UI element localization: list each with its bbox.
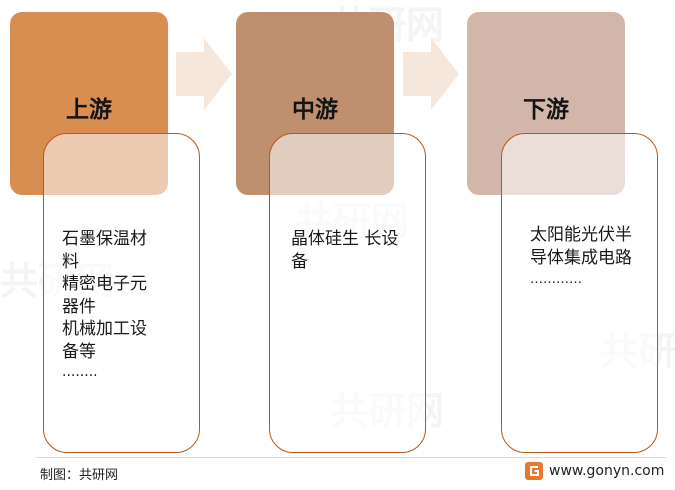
list-item: 太阳能光伏半 [530, 225, 632, 245]
list-item: 器件 [62, 296, 96, 317]
list-item: 精密电子元 [62, 274, 147, 294]
stage-downstream-items: 太阳能光伏半 导体集成电路 ………… [530, 224, 632, 292]
list-item: 晶体硅生 长设 [291, 229, 399, 249]
stage-midstream-card [269, 133, 426, 453]
arrow-right-icon [403, 38, 459, 110]
list-item: 备等 [62, 341, 96, 362]
website-url: www.gonyn.com [549, 463, 665, 479]
stage-midstream-title: 中游 [292, 97, 338, 123]
stage-downstream-card [501, 133, 658, 453]
arrow-right-icon [176, 38, 232, 110]
footer-divider [36, 457, 666, 458]
gonyn-logo-icon [525, 462, 543, 480]
stage-upstream-card [43, 133, 200, 453]
list-item: ………… [530, 272, 582, 287]
stage-upstream-items: 石墨保温材 料 精密电子元 器件 机械加工设 备等 ........ [62, 228, 147, 381]
footer-website: www.gonyn.com [525, 462, 664, 480]
stage-upstream-title: 上游 [66, 97, 112, 123]
list-item: 石墨保温材 [62, 229, 147, 249]
list-item: 机械加工设 [62, 319, 147, 339]
stage-downstream-title: 下游 [523, 97, 569, 123]
list-item: 料 [62, 251, 79, 272]
list-item: 导体集成电路 [530, 247, 632, 268]
footer-source: 制图：共研网 [40, 468, 119, 483]
list-item: ........ [62, 364, 98, 380]
stage-midstream-items: 晶体硅生 长设 备 [291, 228, 398, 273]
list-item: 备 [291, 251, 308, 272]
